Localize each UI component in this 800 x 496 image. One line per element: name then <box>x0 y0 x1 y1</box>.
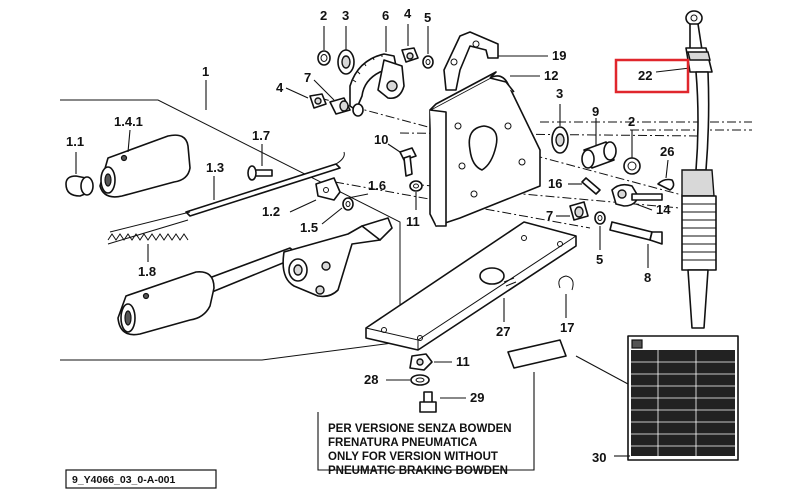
part-spring-1-8 <box>107 211 191 262</box>
label-30: 30 <box>592 450 606 465</box>
reference-code: 9_Y4066_03_0-A-001 <box>72 474 175 486</box>
part-bolt-29 <box>419 391 466 413</box>
part-bushing-7-left <box>313 79 351 115</box>
part-washer-2-right <box>623 130 641 175</box>
label-1-5: 1.5 <box>300 220 318 235</box>
label-26: 26 <box>660 144 674 159</box>
label-1-1: 1.1 <box>66 134 84 149</box>
part-clip-26 <box>657 159 675 191</box>
label-11-mid: 11 <box>406 214 420 229</box>
part-washer-5-top <box>422 26 434 69</box>
part-bushing-3-top <box>337 26 355 75</box>
reference-code-box: 9_Y4066_03_0-A-001 <box>65 469 217 489</box>
part-nut-4-top <box>401 24 419 63</box>
part-washer-28 <box>386 374 430 386</box>
part-washer-5-right <box>594 211 606 250</box>
label-27: 27 <box>496 324 510 339</box>
part-bowden-cable-22 <box>655 10 717 329</box>
part-bushing-3-right <box>551 104 569 154</box>
part-washer-1-5 <box>321 197 354 225</box>
label-5-right: 5 <box>596 252 603 267</box>
label-10: 10 <box>374 132 388 147</box>
label-2-top: 2 <box>320 8 327 23</box>
label-14: 14 <box>656 202 671 217</box>
part-sector-gear-6 <box>349 26 405 117</box>
label-3-right: 3 <box>556 86 563 101</box>
note-line-4: PNEUMATIC BRAKING BOWDEN <box>328 465 508 477</box>
part-cap-1-1 <box>65 152 94 197</box>
note-line-1: PER VERSIONE SENZA BOWDEN <box>328 423 512 435</box>
label-4-left: 4 <box>276 80 284 95</box>
label-1: 1 <box>202 64 209 79</box>
label-1-3: 1.3 <box>206 160 224 175</box>
label-11-bottom: 11 <box>456 354 470 369</box>
part-nut-11-bottom <box>409 353 452 371</box>
label-7-left: 7 <box>304 70 311 85</box>
part-floor-plate-27 <box>365 221 577 351</box>
note-line-3: ONLY FOR VERSION WITHOUT <box>328 451 498 463</box>
label-29: 29 <box>470 390 484 405</box>
label-1-2: 1.2 <box>262 204 280 219</box>
label-1-7: 1.7 <box>252 128 270 143</box>
part-washer-2-top <box>317 26 331 66</box>
part-nut-4-left <box>285 87 327 109</box>
lever-assembly-outline <box>60 99 401 361</box>
part-bolt-8 <box>609 221 663 268</box>
note-line-2: FRENATURA PNEUMATICA <box>328 437 477 449</box>
label-17: 17 <box>560 320 574 335</box>
label-8: 8 <box>644 270 651 285</box>
label-3-top: 3 <box>342 8 349 23</box>
part-washer-11-mid <box>409 180 423 210</box>
part-bracket-19 <box>443 31 548 91</box>
label-7-right: 7 <box>546 208 553 223</box>
label-2-right: 2 <box>628 114 635 129</box>
part-grip-1-4-1 <box>99 129 191 198</box>
label-4-top: 4 <box>404 6 412 21</box>
label-6: 6 <box>382 8 389 23</box>
label-5-top: 5 <box>424 10 431 25</box>
part-decal-30 <box>317 335 739 471</box>
label-12: 12 <box>544 68 558 83</box>
label-28: 28 <box>364 372 378 387</box>
part-rod-1-3 <box>185 151 345 217</box>
part-clevis-14 <box>611 183 663 211</box>
label-9: 9 <box>592 104 599 119</box>
leader-1-6 <box>347 193 369 199</box>
label-1-4-1: 1.4.1 <box>114 114 143 129</box>
part-hand-lever-1 <box>117 217 393 336</box>
part-bolt-10 <box>387 143 417 177</box>
part-pin-1-7 <box>247 144 273 181</box>
part-sleeve-9 <box>581 118 617 169</box>
callout-labels: 1 1.1 1.4.1 1.7 1.3 1.6 1.2 1.5 1.8 2 3 … <box>66 6 674 465</box>
highlight-box-22 <box>614 58 690 94</box>
label-1-6: 1.6 <box>368 178 386 193</box>
label-16: 16 <box>548 176 562 191</box>
part-spring-clip-17 <box>558 275 574 318</box>
part-bushing-7-right <box>556 201 589 221</box>
label-19: 19 <box>552 48 566 63</box>
part-pin-16 <box>568 177 601 195</box>
part-support-plate-12 <box>429 71 541 227</box>
label-1-8: 1.8 <box>138 264 156 279</box>
version-note: PER VERSIONE SENZA BOWDEN FRENATURA PNEU… <box>328 423 512 477</box>
label-22: 22 <box>638 68 652 83</box>
part-bracket-1-2 <box>289 177 341 213</box>
